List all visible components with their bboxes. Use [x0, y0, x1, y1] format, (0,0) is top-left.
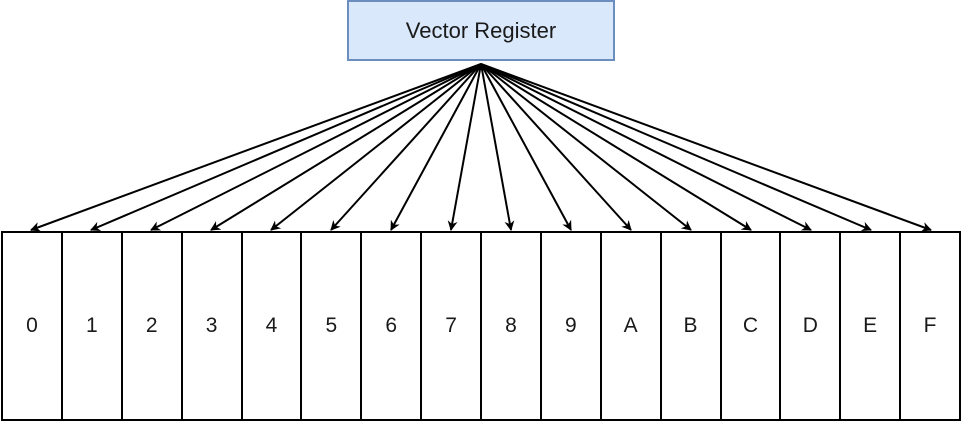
lane-label: D — [802, 314, 818, 337]
lane-cell: A — [602, 233, 662, 419]
lane-label: C — [742, 314, 759, 337]
lane-label: A — [623, 314, 638, 337]
lane-cell: 4 — [243, 233, 303, 419]
lane-cell: 6 — [362, 233, 423, 419]
lane-cell: 8 — [482, 233, 542, 419]
lane-cell: 5 — [302, 233, 363, 419]
arrow-to-lane-E — [480, 63, 872, 232]
lane-cell: 7 — [422, 233, 482, 419]
arrow-to-lane-9 — [480, 63, 572, 231]
lane-label: F — [923, 314, 937, 337]
arrow-to-lane-7 — [447, 63, 482, 231]
lane-label: 2 — [145, 314, 158, 337]
arrow-to-lane-6 — [390, 63, 482, 231]
lane-row: 0 1 2 3 4 5 6 7 8 9 A B C D E F — [1, 231, 961, 421]
lane-cell: F — [901, 233, 959, 419]
arrow-to-lane-4 — [270, 63, 482, 231]
arrow-to-lane-D — [480, 63, 812, 231]
arrow-to-lane-1 — [90, 63, 482, 232]
lane-cell: D — [781, 233, 842, 419]
lane-label: 6 — [385, 314, 398, 337]
lane-label: 0 — [26, 314, 38, 337]
lane-cell: B — [662, 233, 722, 419]
vector-register-label: Vector Register — [405, 17, 557, 43]
lane-cell: 2 — [123, 233, 183, 419]
arrow-to-lane-3 — [210, 63, 482, 231]
lane-label: 4 — [265, 314, 278, 337]
arrow-to-lane-2 — [150, 63, 482, 231]
arrow-to-lane-F — [480, 63, 932, 232]
lane-label: 7 — [445, 314, 457, 337]
arrow-to-lane-B — [480, 63, 692, 231]
lane-label: 5 — [325, 314, 338, 337]
arrow-to-lane-5 — [330, 63, 482, 231]
lane-cell: E — [841, 233, 902, 419]
lane-label: 9 — [564, 314, 577, 337]
lane-label: 8 — [505, 314, 517, 337]
arrow-to-lane-A — [480, 63, 632, 231]
lane-cell: 9 — [542, 233, 602, 419]
vector-register-box: Vector Register — [347, 0, 615, 61]
lane-label: 1 — [85, 314, 98, 337]
lane-cell: 3 — [183, 233, 243, 419]
lane-cell: 0 — [3, 233, 63, 419]
arrow-to-lane-C — [480, 63, 752, 231]
lane-label: 3 — [205, 314, 218, 337]
lane-label: E — [863, 314, 878, 337]
arrow-to-lane-0 — [30, 63, 482, 232]
lane-cell: C — [722, 233, 782, 419]
arrow-to-lane-8 — [480, 63, 515, 231]
lane-label: B — [683, 314, 698, 337]
lane-cell: 1 — [63, 233, 123, 419]
